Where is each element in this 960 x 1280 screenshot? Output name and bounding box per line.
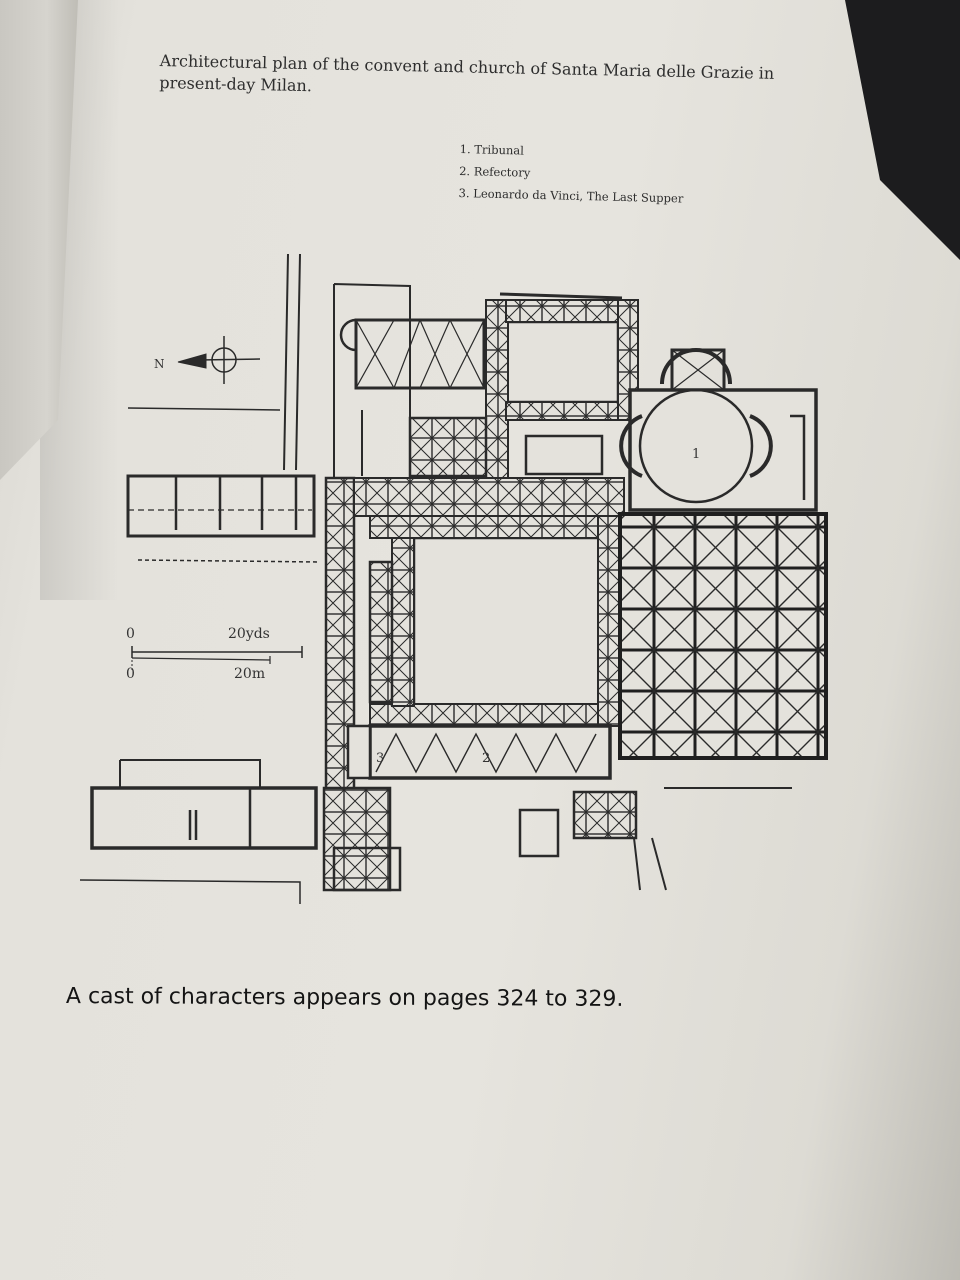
figure-caption: Architectural plan of the convent and ch… (159, 50, 775, 96)
plan-legend: 1. Tribunal 2. Refectory 3. Leonardo da … (458, 138, 684, 209)
architectural-plan: N 0 20yds 0 20m 1 2 3 (80, 253, 828, 904)
scale-yards-end: 20yds (228, 626, 270, 642)
north-label: N (154, 357, 165, 371)
last-supper-number: 3 (376, 751, 384, 766)
legend-item-last-supper: 3. Leonardo da Vinci, The Last Supper (458, 185, 684, 206)
scale-bar (131, 646, 303, 672)
scale-meters-end: 20m (234, 666, 265, 682)
scale-meters-start: 0 (126, 666, 135, 682)
scale-yards-start: 0 (126, 626, 135, 642)
refectory-number: 2 (482, 751, 490, 766)
refectory-hall (346, 724, 612, 780)
tribunal-number: 1 (692, 447, 700, 462)
cast-of-characters-note: A cast of characters appears on pages 32… (65, 984, 624, 1012)
north-compass (177, 336, 261, 384)
tribunal-apse (619, 348, 818, 512)
